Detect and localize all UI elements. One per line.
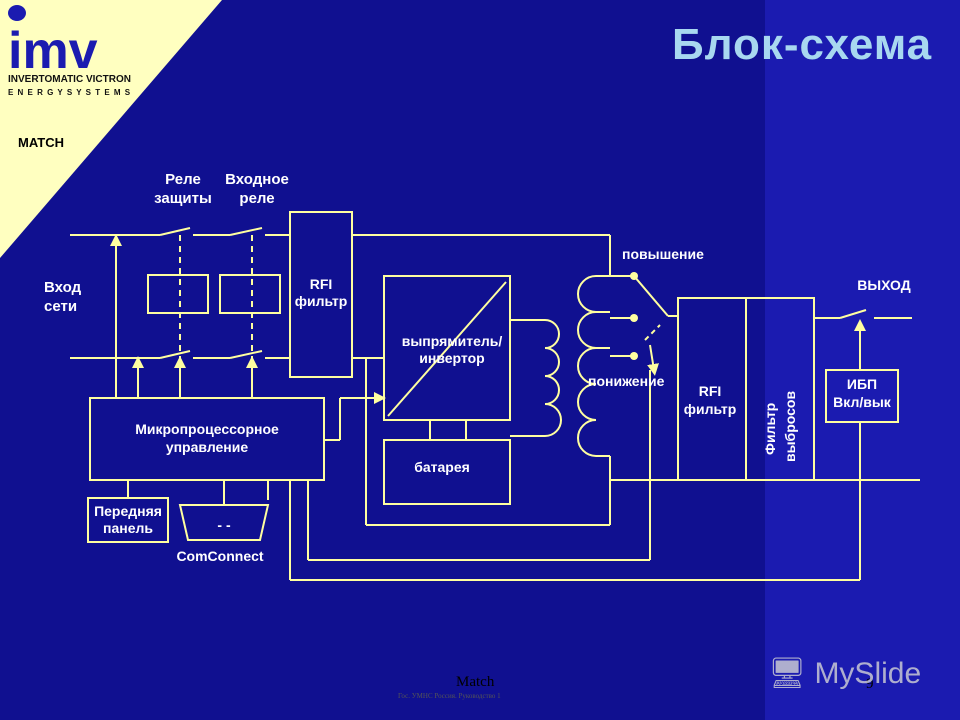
ups-label-2: Вкл/вык bbox=[833, 394, 892, 410]
mains-in-label-2: сети bbox=[44, 298, 77, 315]
relay-protect-label-1: Реле bbox=[165, 171, 201, 188]
relay-protect-label-2: защиты bbox=[154, 190, 212, 207]
page-number: 9 bbox=[866, 676, 874, 692]
comconnect-pins-icon: - - bbox=[217, 517, 231, 533]
output-label: ВЫХОД bbox=[857, 277, 910, 293]
footer-small-text: Гос. УМНС Россия. Руководство 1 bbox=[398, 692, 501, 700]
rectifier-label-1: выпрямитель/ bbox=[402, 333, 503, 349]
battery-label: батарея bbox=[414, 459, 470, 475]
ups-label-1: ИБП bbox=[847, 376, 877, 392]
comconnect-label: ComConnect bbox=[176, 548, 263, 564]
mains-in-label-1: Вход bbox=[44, 279, 82, 296]
input-relay-label-1: Входное bbox=[225, 171, 289, 188]
rfi-out-label-1: RFI bbox=[699, 383, 722, 399]
page-title: Блок-схема bbox=[672, 20, 933, 69]
micro-label-2: управление bbox=[166, 439, 249, 455]
front-panel-label-2: панель bbox=[103, 520, 153, 536]
match-label: MATCH bbox=[18, 135, 64, 150]
surge-filter-label-2: выбросов bbox=[782, 391, 798, 462]
surge-filter-label-1: Фильтр bbox=[762, 403, 778, 455]
boost-label: повышение bbox=[622, 246, 704, 262]
footer-match: Match bbox=[456, 674, 495, 690]
logo-line1: INVERTOMATIC VICTRON bbox=[8, 74, 131, 85]
rfi-out-label-2: фильтр bbox=[684, 401, 737, 417]
micro-label-1: Микропроцессорное bbox=[135, 421, 279, 437]
imv-logo: imv bbox=[8, 5, 98, 80]
monitor-icon: 🖥 bbox=[768, 657, 807, 690]
buck-label: понижение bbox=[588, 373, 665, 389]
svg-text:imv: imv bbox=[8, 22, 98, 80]
rfi-in-label-2: фильтр bbox=[295, 293, 348, 309]
front-panel-label-1: Передняя bbox=[94, 503, 162, 519]
logo-line2: E N E R G Y S Y S T E M S bbox=[8, 88, 132, 97]
watermark: 🖥 MySlide bbox=[768, 657, 922, 690]
rfi-in-label-1: RFI bbox=[310, 276, 333, 292]
input-relay-label-2: реле bbox=[239, 190, 274, 207]
rectifier-label-2: инвертор bbox=[419, 350, 484, 366]
